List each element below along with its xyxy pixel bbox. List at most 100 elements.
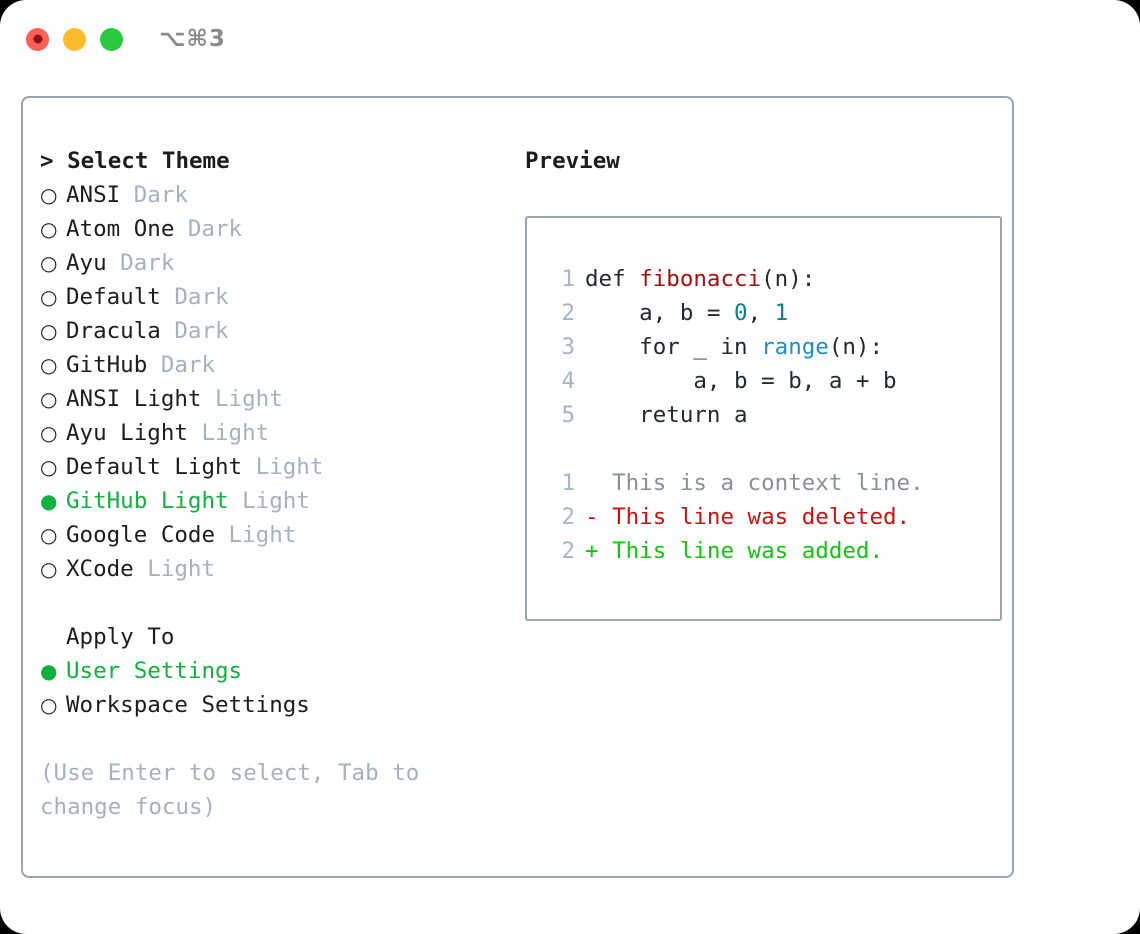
main-panel: > Select Theme ○ANSI Dark○Atom One Dark○… [21,96,1014,878]
theme-option-google-code[interactable]: ○Google Code Light [40,518,505,552]
code-line-number: 2 [561,300,575,326]
theme-option-label: Atom One [66,216,175,242]
theme-option-ansi-light[interactable]: ○ ANSI Light Light [40,382,505,416]
code-line-number: 1 [561,266,575,292]
apply-to-option-workspace-settings[interactable]: ○ Workspace Settings [40,688,505,722]
select-theme-heading: > Select Theme [40,148,230,174]
theme-option-xcode[interactable]: ○XCode Light [40,552,505,586]
radio-unselected-icon: ○ [40,285,58,309]
diff-content: This is a context line. [598,470,924,496]
theme-option-label: ANSI Light [66,386,202,412]
radio-unselected-icon: ○ [40,421,58,445]
diff-line-deleted: 2- This line was deleted. [545,500,1000,534]
code-line-text: a, b = 0, 1 [575,296,788,330]
diff-sign: - [585,504,599,530]
theme-option-label: Dracula [66,318,161,344]
theme-option-ayu[interactable]: ○Ayu Dark [40,246,505,280]
code-line-text: def fibonacci(n): [575,262,815,296]
code-line-text: for _ in range(n): [575,330,883,364]
code-token: fibonacci [639,266,762,292]
preview-heading: Preview [525,148,620,174]
code-line-number: 5 [561,402,575,428]
theme-selection-column: > Select Theme ○ANSI Dark○Atom One Dark○… [40,144,505,876]
theme-option-variant-tag: Light [201,386,283,412]
code-token: for _ in [585,334,762,360]
diff-line-number: 2 [561,538,575,564]
theme-option-label: GitHub Light [66,488,229,514]
keyboard-hint-text: (Use Enter to select, Tab to change focu… [40,760,433,820]
radio-unselected-icon: ○ [40,557,58,581]
theme-option-ayu-light[interactable]: ○Ayu Light Light [40,416,505,450]
apply-to-heading: Apply To [66,624,175,650]
theme-option-variant-tag: Dark [106,250,175,276]
code-token: (n): [828,334,884,360]
apply-to-option-user-settings[interactable]: ●User Settings [40,654,505,688]
code-line-number: 4 [561,368,575,394]
code-token: , [747,300,775,326]
spacer [40,586,505,620]
code-token: (n): [761,266,816,292]
code-line: 2 a, b = 0, 1 [545,296,1000,330]
keyboard-shortcut-label: ⌥⌘3 [159,26,226,52]
diff-sign [585,470,599,496]
code-line: 5 return a [545,398,1000,432]
theme-option-variant-tag: Light [215,522,297,548]
code-token: def [585,266,640,292]
theme-option-dracula[interactable]: ○ Dracula Dark [40,314,505,348]
theme-option-atom-one[interactable]: ○ Atom One Dark [40,212,505,246]
code-line-text: return a [575,398,748,432]
code-diff-separator [545,432,1000,466]
radio-unselected-icon: ○ [40,455,58,479]
minimize-button[interactable] [63,27,86,51]
theme-option-label: Ayu [66,250,107,276]
diff-line-number: 2 [561,504,575,530]
apply-to-option-label: User Settings [66,658,243,684]
theme-option-variant-tag: Light [242,454,324,480]
code-line: 4 a, b = b, a + b [545,364,1000,398]
radio-unselected-icon: ○ [40,387,58,411]
diff-content: This line was added. [598,538,884,564]
code-token: 0 [734,300,748,326]
theme-option-variant-tag: Dark [174,216,243,242]
apply-to-option-label: Workspace Settings [66,692,310,718]
diff-line-number: 1 [561,470,575,496]
theme-option-variant-tag: Dark [160,284,229,310]
theme-option-label: ANSI [66,182,121,208]
code-token: a, b = b, a + b [585,368,897,394]
theme-option-github-light[interactable]: ●GitHub Light Light [40,484,505,518]
traffic-light-group [26,27,123,51]
code-line-number: 3 [561,334,575,360]
apply-to-list[interactable]: ●User Settings ○ Workspace Settings [40,654,505,722]
theme-option-label: Default [66,284,161,310]
maximize-button[interactable] [100,27,123,51]
diff-line-text: + This line was added. [575,534,883,568]
code-token: return a [585,402,748,428]
diff-sample: 1 This is a context line.2- This line wa… [545,466,1000,568]
diff-content: This line was deleted. [598,504,911,530]
diff-line-context: 1 This is a context line. [545,466,1000,500]
theme-option-default-light[interactable]: ○Default Light Light [40,450,505,484]
theme-option-ansi[interactable]: ○ANSI Dark [40,178,505,212]
radio-selected-icon: ● [40,489,58,513]
diff-line-text: This is a context line. [575,466,924,500]
radio-unselected-icon: ○ [40,217,58,241]
radio-unselected-icon: ○ [40,183,58,207]
diff-sign: + [585,538,599,564]
diff-line-text: - This line was deleted. [575,500,910,534]
theme-option-default[interactable]: ○ Default Dark [40,280,505,314]
diff-line-added: 2+ This line was added. [545,534,1000,568]
code-line: 3 for _ in range(n): [545,330,1000,364]
theme-option-github[interactable]: ○GitHub Dark [40,348,505,382]
title-bar: ⌥⌘3 [0,0,1140,78]
radio-unselected-icon: ○ [40,319,58,343]
close-button[interactable] [26,27,49,51]
theme-option-label: GitHub [66,352,148,378]
radio-unselected-icon: ○ [40,693,58,717]
theme-option-variant-tag: Dark [160,318,229,344]
theme-list[interactable]: ○ANSI Dark○Atom One Dark○Ayu Dark○Defaul… [40,178,505,586]
code-token: a, b = [585,300,735,326]
